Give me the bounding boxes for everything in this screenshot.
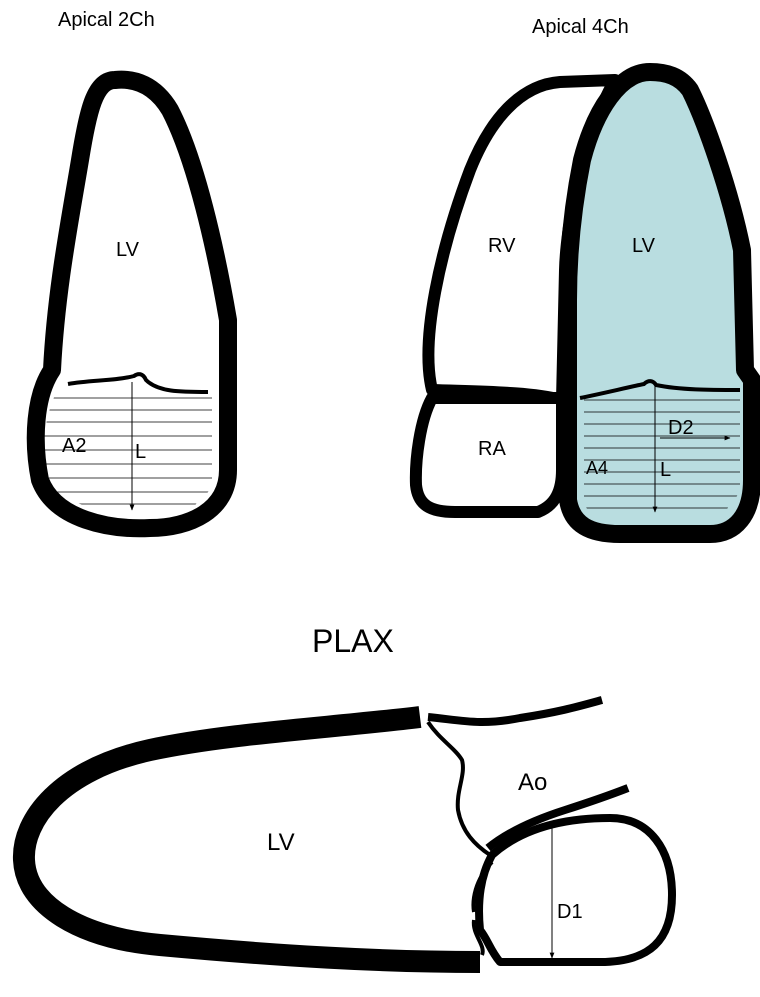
apical-4ch-title: Apical 4Ch	[532, 16, 629, 38]
length-label-4ch: L	[660, 459, 671, 481]
apical-4ch-view: RV LV RA D2 A4 L	[416, 72, 752, 534]
plax-view: LV Ao D1	[24, 700, 672, 962]
la-outline	[479, 818, 672, 962]
lv-wall-plax	[24, 717, 480, 962]
aortic-valve	[428, 722, 490, 855]
ao-label: Ao	[518, 769, 547, 796]
d2-label: D2	[668, 417, 694, 439]
ra-label: RA	[478, 438, 506, 460]
length-label-2ch: L	[135, 441, 146, 463]
a4-label: A4	[586, 458, 608, 478]
apical-2ch-title: Apical 2Ch	[58, 9, 155, 31]
d1-label: D1	[557, 901, 583, 923]
apical-2ch-view: LV A2 L	[36, 80, 228, 529]
lv-label-plax: LV	[267, 829, 295, 856]
rv-label: RV	[488, 235, 516, 257]
a2-label: A2	[62, 435, 86, 457]
lv-label-4ch: LV	[632, 235, 656, 257]
mitral-valve-2ch	[68, 374, 208, 392]
lv-label-2ch: LV	[116, 239, 140, 261]
aorta-upper-wall	[428, 700, 602, 722]
plax-title: PLAX	[312, 623, 394, 659]
